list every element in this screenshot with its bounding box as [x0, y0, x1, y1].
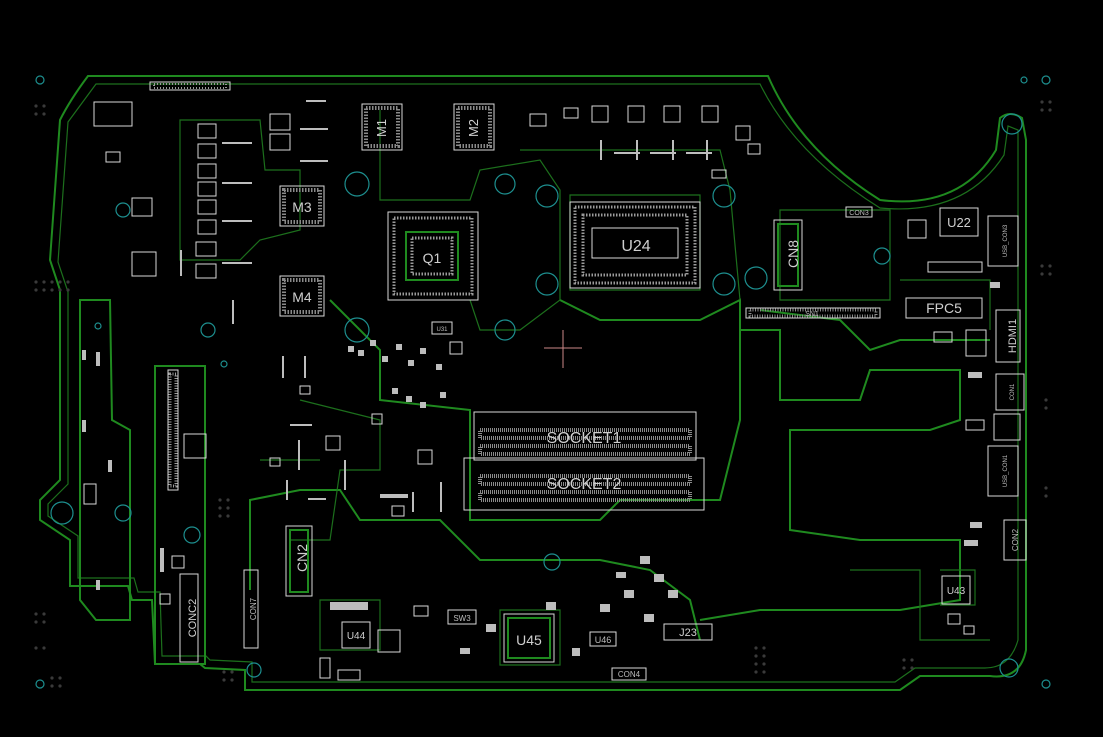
j23-connector[interactable]: J23: [663, 623, 713, 641]
mounting-holes: [35, 75, 1051, 689]
q1-chip-package[interactable]: Q1: [387, 211, 479, 301]
trace-region-1: [329, 298, 741, 521]
u45-label: U45: [516, 632, 542, 648]
u46-label: U46: [595, 635, 612, 645]
conc2-connector[interactable]: CONC2: [179, 573, 199, 663]
top-component-row: [529, 105, 719, 160]
cn8-label: CN8: [785, 240, 801, 268]
usb-con3-connector[interactable]: USB_CON3: [987, 215, 1019, 267]
con7-connector[interactable]: CON7: [243, 569, 259, 649]
con1-label: CON1: [1010, 383, 1016, 400]
u24-label: U24: [621, 238, 650, 255]
u31-label: U31: [436, 327, 448, 333]
m3-label: M3: [292, 199, 312, 215]
left-edge-connector[interactable]: [167, 369, 179, 491]
trace-region-12: [319, 599, 561, 666]
u45-chip[interactable]: U45: [503, 613, 555, 663]
right-side-components: [711, 125, 1021, 635]
u43-chip[interactable]: U43: [941, 575, 971, 605]
u31-chip[interactable]: U31: [431, 321, 453, 335]
m1-label: M1: [374, 119, 389, 137]
m4-label: M4: [292, 289, 312, 305]
fpc5-label: FPC5: [926, 300, 962, 316]
con3-connector[interactable]: CON3: [845, 206, 873, 218]
board-outline: [39, 75, 1027, 691]
con4-connector[interactable]: CON4: [611, 667, 647, 681]
q1-label: Q1: [423, 250, 442, 266]
sw3-switch[interactable]: SW3: [447, 609, 477, 625]
u22-label: U22: [947, 215, 971, 230]
center-component-cluster: [269, 340, 463, 517]
u44-chip[interactable]: U44: [341, 621, 371, 649]
con1-right-connector[interactable]: CON1: [995, 373, 1025, 411]
trace-region-3: [249, 489, 701, 641]
left-side-components: [82, 350, 207, 605]
bottom-component-cluster: [319, 556, 678, 681]
trace-region-7: [379, 110, 561, 331]
con4-label: CON4: [618, 670, 641, 679]
trace-region-11: [779, 209, 991, 330]
socket2-connector[interactable]: SOCKET2: [463, 457, 705, 511]
trace-region-8: [179, 119, 301, 261]
u22-chip[interactable]: U22: [939, 207, 979, 237]
usb-con3-label: USB_CON3: [1003, 224, 1009, 257]
sn1-connector[interactable]: SN1: [745, 307, 881, 319]
usb-con1-connector[interactable]: USB_CON1: [987, 445, 1019, 497]
left-component-cluster: [105, 100, 328, 324]
u43-label: U43: [947, 586, 966, 597]
crosshair-cursor: [544, 330, 582, 368]
cn2-connector[interactable]: CN2: [285, 525, 313, 597]
hdmi1-connector[interactable]: HDMI1: [995, 309, 1021, 363]
trace-region-5: [154, 365, 206, 665]
u44-label: U44: [347, 631, 366, 642]
fpc5-connector[interactable]: FPC5: [905, 297, 983, 319]
socket2-label: SOCKET2: [547, 476, 622, 493]
con3-label: CON3: [849, 210, 869, 217]
inner-outline: [47, 83, 1019, 683]
trace-region-2: [699, 329, 961, 621]
m2-memory-chip[interactable]: M2: [453, 103, 495, 151]
j23-label: J23: [679, 627, 697, 639]
conc2-label: CONC2: [187, 599, 199, 638]
m2-label: M2: [466, 119, 481, 137]
socket1-connector[interactable]: SOCKET1: [473, 411, 697, 461]
con2-right-connector[interactable]: CON2: [1003, 519, 1027, 561]
trace-region-6: [759, 309, 990, 352]
hdmi1-label: HDMI1: [1007, 319, 1019, 353]
cn2-label: CN2: [294, 544, 310, 572]
m4-memory-chip[interactable]: M4: [279, 275, 325, 317]
m3-memory-chip[interactable]: M3: [279, 185, 325, 227]
sn1-label: SN1: [805, 311, 819, 318]
cn8-connector[interactable]: CN8: [773, 219, 803, 291]
con7-label: CON7: [249, 597, 258, 620]
dot-grids: [34, 100, 1052, 688]
socket1-label: SOCKET1: [547, 430, 622, 447]
u24-cpu-package[interactable]: U24: [569, 201, 701, 289]
m1-memory-chip[interactable]: M1: [361, 103, 403, 151]
trace-region-13: [850, 569, 990, 641]
con2-right-label: CON2: [1011, 528, 1020, 551]
top-left-connector-strip[interactable]: [93, 81, 231, 127]
trace-region-4: [79, 299, 131, 621]
u46-chip[interactable]: U46: [589, 631, 617, 647]
sw3-label: SW3: [453, 614, 471, 623]
trace-region-9: [520, 149, 741, 301]
usb-con1-label: USB_CON1: [1003, 454, 1009, 487]
